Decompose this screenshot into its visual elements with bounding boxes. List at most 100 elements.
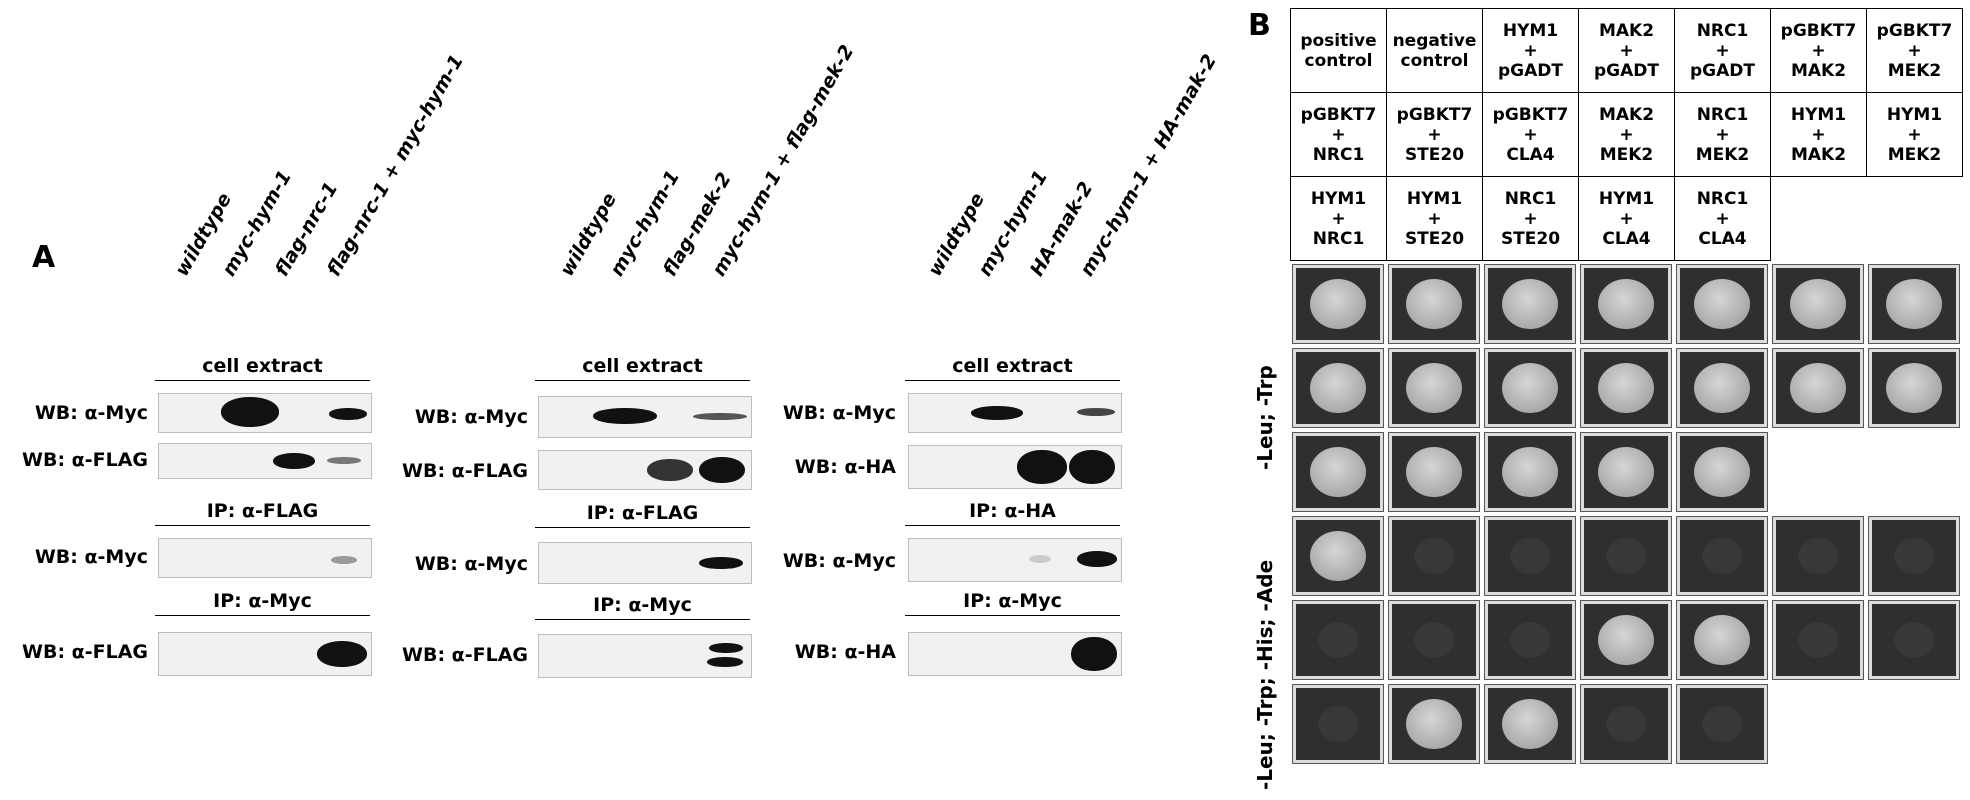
yeast-colony bbox=[1606, 538, 1646, 574]
wb-label: WB: α-Myc bbox=[414, 406, 528, 428]
wb-label: WB: α-FLAG bbox=[402, 644, 528, 666]
plate-growth bbox=[1484, 264, 1576, 344]
blot-strip bbox=[538, 634, 752, 678]
grid-cell-text: pGBKT7 bbox=[1492, 104, 1569, 125]
yeast-colony bbox=[1886, 279, 1942, 329]
plate-no-growth bbox=[1484, 600, 1576, 680]
grid-cell-text: NRC1 bbox=[1312, 144, 1365, 165]
grid-cell-text: CLA4 bbox=[1506, 144, 1555, 165]
lane-label: myc-hym-1 + flag-mek-2 bbox=[707, 41, 859, 280]
grid-cell-text: HYM1 bbox=[1406, 188, 1463, 209]
grid-cell-text: pGADT bbox=[1690, 60, 1755, 81]
plate-growth bbox=[1292, 516, 1384, 596]
yeast-colony bbox=[1502, 363, 1558, 413]
plate-growth bbox=[1388, 684, 1480, 764]
grid-cell: NRC1+STE20 bbox=[1482, 176, 1579, 261]
yeast-colony bbox=[1702, 706, 1742, 742]
plate-no-growth bbox=[1580, 516, 1672, 596]
grid-cell-text: HYM1 bbox=[1502, 20, 1559, 41]
plate-growth bbox=[1580, 348, 1672, 428]
grid-cell-text: STE20 bbox=[1500, 228, 1561, 249]
grid-cell: HYM1+CLA4 bbox=[1578, 176, 1675, 261]
yeast-colony bbox=[1598, 363, 1654, 413]
blot-strip bbox=[158, 632, 372, 676]
grid-cell-text: HYM1 bbox=[1790, 104, 1847, 125]
grid-cell: NRC1+MEK2 bbox=[1674, 92, 1771, 177]
grid-cell: HYM1+pGADT bbox=[1482, 8, 1579, 93]
blot-strip bbox=[908, 445, 1122, 489]
yeast-colony bbox=[1894, 622, 1934, 658]
grid-cell-text: + bbox=[1811, 40, 1826, 61]
grid-cell: pGBKT7+CLA4 bbox=[1482, 92, 1579, 177]
grid-cell-text: + bbox=[1811, 124, 1826, 145]
yeast-colony bbox=[1502, 279, 1558, 329]
yeast-colony bbox=[1694, 615, 1750, 665]
section-ip: IP: α-FLAG bbox=[155, 500, 370, 526]
blot-strip bbox=[158, 443, 372, 479]
yeast-colony bbox=[1894, 538, 1934, 574]
yeast-colony bbox=[1694, 279, 1750, 329]
plate-no-growth bbox=[1868, 600, 1960, 680]
grid-cell-text: + bbox=[1619, 40, 1634, 61]
section-ip: IP: α-Myc bbox=[535, 594, 750, 620]
yeast-colony bbox=[1310, 447, 1366, 497]
grid-cell: MAK2+MEK2 bbox=[1578, 92, 1675, 177]
yeast-colony bbox=[1318, 706, 1358, 742]
grid-cell-text: + bbox=[1523, 208, 1538, 229]
grid-cell-text: MAK2 bbox=[1790, 60, 1847, 81]
yeast-colony bbox=[1798, 538, 1838, 574]
yeast-colony bbox=[1310, 363, 1366, 413]
grid-cell-text: + bbox=[1331, 208, 1346, 229]
plate-no-growth bbox=[1292, 600, 1384, 680]
yeast-colony bbox=[1790, 279, 1846, 329]
yeast-colony bbox=[1406, 279, 1462, 329]
grid-cell-text: HYM1 bbox=[1310, 188, 1367, 209]
blot-strip bbox=[908, 538, 1122, 582]
plate-no-growth bbox=[1484, 516, 1576, 596]
plate-growth bbox=[1676, 348, 1768, 428]
yeast-colony bbox=[1694, 363, 1750, 413]
grid-cell-text: MEK2 bbox=[1695, 144, 1750, 165]
section-ip: IP: α-HA bbox=[905, 500, 1120, 526]
plate-growth bbox=[1772, 348, 1864, 428]
wb-label: WB: α-FLAG bbox=[402, 460, 528, 482]
lane-label: myc-hym-1 + HA-mak-2 bbox=[1075, 50, 1222, 280]
grid-cell-text: MEK2 bbox=[1887, 144, 1942, 165]
plate-growth bbox=[1580, 264, 1672, 344]
section-ip: IP: α-Myc bbox=[905, 590, 1120, 616]
yeast-colony bbox=[1798, 622, 1838, 658]
grid-cell: pGBKT7+MEK2 bbox=[1866, 8, 1963, 93]
grid-cell-text: NRC1 bbox=[1696, 104, 1749, 125]
yeast-colony bbox=[1598, 615, 1654, 665]
grid-cell-text: MAK2 bbox=[1790, 144, 1847, 165]
section-cell-extract: cell extract bbox=[535, 355, 750, 381]
blot-strip bbox=[538, 542, 752, 584]
yeast-colony bbox=[1510, 538, 1550, 574]
grid-cell-text: + bbox=[1331, 124, 1346, 145]
wb-label: WB: α-Myc bbox=[34, 402, 148, 424]
plate-no-growth bbox=[1868, 516, 1960, 596]
grid-cell-text: MEK2 bbox=[1887, 60, 1942, 81]
panel-b-letter: B bbox=[1248, 8, 1271, 43]
medium-label-leu-trp: -Leu; -Trp bbox=[1253, 365, 1277, 470]
plate-growth bbox=[1388, 348, 1480, 428]
plate-no-growth bbox=[1772, 516, 1864, 596]
grid-cell: pGBKT7+STE20 bbox=[1386, 92, 1483, 177]
grid-cell-text: HYM1 bbox=[1886, 104, 1943, 125]
panel-a-letter: A bbox=[32, 240, 56, 275]
grid-cell-text: pGADT bbox=[1498, 60, 1563, 81]
grid-cell-text: MAK2 bbox=[1598, 20, 1655, 41]
yeast-colony bbox=[1406, 363, 1462, 413]
grid-cell-text: + bbox=[1715, 208, 1730, 229]
yeast-colony bbox=[1502, 699, 1558, 749]
grid-cell-text: NRC1 bbox=[1504, 188, 1557, 209]
yeast-colony bbox=[1886, 363, 1942, 413]
plate-no-growth bbox=[1676, 516, 1768, 596]
yeast-colony bbox=[1598, 447, 1654, 497]
grid-cell-text: control bbox=[1400, 50, 1469, 71]
grid-cell-text: pGBKT7 bbox=[1876, 20, 1953, 41]
grid-cell: HYM1+STE20 bbox=[1386, 176, 1483, 261]
section-ip: IP: α-FLAG bbox=[535, 502, 750, 528]
grid-cell-text: + bbox=[1523, 124, 1538, 145]
